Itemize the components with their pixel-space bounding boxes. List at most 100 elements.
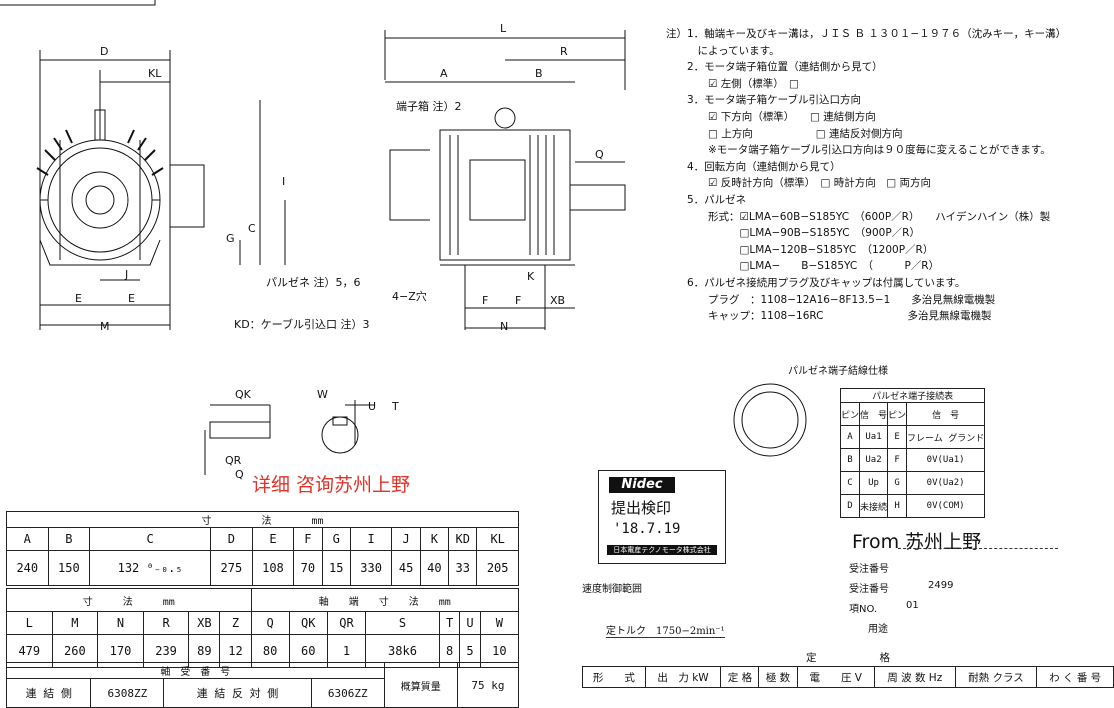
- note-line: ※モータ端子箱ケーブル引込口方向は９０度毎に変えることができます。: [666, 144, 1051, 157]
- dim-E2: E: [128, 292, 135, 305]
- dim-head: D: [210, 527, 253, 551]
- dim-N: N: [500, 320, 508, 333]
- dim-value: 45: [391, 550, 421, 586]
- dim-head: QR: [326, 611, 367, 635]
- dim-title: 寸 法 mm: [6, 511, 519, 528]
- shaft-detail: [204, 400, 375, 475]
- pin-header: ピン: [887, 402, 908, 426]
- note-line: □LMA− B−S185YC （ P／R）: [666, 260, 940, 273]
- parzene-label: パルゼネ 注）5，6: [266, 275, 361, 289]
- rating-head: 定 格: [720, 666, 760, 688]
- pin-header: 信 号: [859, 402, 889, 426]
- dim-M: M: [100, 320, 110, 333]
- dim-value: 108: [251, 550, 295, 586]
- dim-head: W: [479, 611, 520, 635]
- rating-head: 周 波 数 Hz: [873, 666, 956, 688]
- dim-QK: QK: [235, 388, 252, 401]
- dim-value: 205: [476, 550, 519, 586]
- dim-head: KL: [476, 527, 519, 551]
- dim-value: 33: [448, 550, 478, 586]
- dim-T: T: [391, 400, 399, 413]
- dim-head: G: [321, 527, 351, 551]
- dim-Q: Q: [595, 148, 604, 161]
- kd-label: KD：ケーブル引込口 注）3: [234, 317, 370, 331]
- bearing-opp-label: 連 結 反 対 側: [163, 678, 312, 708]
- pin-cell: 0V(Ua1): [906, 448, 986, 472]
- dim-head: KD: [448, 527, 478, 551]
- cooling-fins: [36, 129, 164, 176]
- dim-head: R: [142, 611, 190, 635]
- watermark-2: From 苏州上野: [852, 531, 982, 553]
- dim-value: 330: [349, 550, 393, 586]
- dim-F1: F: [482, 294, 488, 307]
- pin-cell: H: [887, 494, 908, 518]
- dim-head: Q: [250, 611, 290, 635]
- form-l4: 用途: [868, 624, 888, 635]
- stamp-date: '18.7.19: [613, 521, 681, 537]
- rating-head: 形 式: [582, 666, 646, 688]
- dim-value: 132 ⁰₋₀.₅: [89, 550, 212, 586]
- pin-cell: 未接続: [859, 494, 889, 518]
- watermark-1: 详细 咨询苏州上野: [252, 474, 411, 496]
- note-line: □LMA−90B−S185YC （900P／R）: [666, 227, 920, 240]
- note-line: 注）1．軸端キー及びキー溝は，ＪＩＳ Ｂ １３０１−１９７６（沈みキー，キー溝）: [666, 28, 1067, 40]
- pin-table-title: パルゼネ端子接続表: [839, 388, 986, 403]
- pin-cell: B: [839, 448, 861, 472]
- pin-cell: A: [839, 425, 861, 449]
- pin-header: ピン: [839, 402, 861, 426]
- connector-face: [733, 383, 807, 457]
- dim-value: 70: [293, 550, 323, 586]
- dim-W: W: [317, 388, 328, 401]
- pin-cell: フレーム グランド: [906, 425, 986, 449]
- dim-head: K: [419, 527, 450, 551]
- dim-U: U: [368, 400, 376, 413]
- dim-value: 240: [6, 550, 49, 586]
- speed-range-label: 速度制御範囲: [582, 584, 642, 595]
- dim-head: C: [89, 527, 212, 551]
- dim-head: N: [97, 611, 144, 635]
- form-l1: 受注番号: [849, 564, 889, 575]
- holes-label: 4−Z穴: [392, 289, 427, 303]
- dim-L: L: [500, 22, 507, 35]
- note-line: プラグ ：1108−12A16−8F13.5−1 多治見無線電機製: [666, 293, 996, 306]
- dim-head: U: [459, 611, 481, 635]
- dim-head: J: [391, 527, 421, 551]
- pin-header: 信 号: [906, 402, 986, 426]
- dim-head: E: [251, 527, 295, 551]
- dim-head: L: [6, 611, 53, 635]
- pin-cell: Up: [859, 471, 889, 495]
- dim-C: C: [248, 222, 256, 235]
- stamp-company: 日本電産テクノモータ株式会社: [607, 545, 717, 555]
- rating-head: 出 力 kW: [644, 666, 722, 688]
- rating-head: 耐熱 クラス: [954, 666, 1038, 688]
- side-dimensions: [385, 37, 625, 329]
- rating-head: わ く 番 号: [1036, 666, 1114, 688]
- approval-stamp: Nidec 提出検印 '18.7.19 日本電産テクノモータ株式会社: [598, 470, 726, 564]
- dim-XB: XB: [550, 294, 565, 307]
- note-line: キャップ：1108−16RC 多治見無線電機製: [666, 310, 992, 323]
- dim-head: S: [365, 611, 440, 635]
- pin-cell: G: [887, 471, 908, 495]
- nidec-logo: Nidec: [609, 477, 675, 493]
- dim-value: 40: [419, 550, 450, 586]
- pin-cell: E: [887, 425, 908, 449]
- hatching: [449, 135, 555, 255]
- note-line: ☑ 反時計方向（標準） □ 時計方向 □ 両方向: [666, 177, 932, 190]
- rating-head: 電 圧 V: [796, 666, 875, 688]
- note-line: 2．モータ端子箱位置（連結側から見て）: [666, 61, 883, 74]
- torque-range: 定トルク 1750−2min⁻¹: [606, 622, 725, 638]
- pin-cell: D: [839, 494, 861, 518]
- dim-QR: QR: [225, 454, 242, 467]
- dim-I: I: [282, 175, 285, 188]
- bearing-opp-value: 6306ZZ: [310, 678, 385, 708]
- dim-G: G: [226, 232, 235, 245]
- dim-R: R: [560, 45, 568, 58]
- pin-cell: Ua2: [859, 448, 889, 472]
- form-lines: [898, 548, 1058, 631]
- dim-head: Z: [219, 611, 252, 635]
- dim-Q2: Q: [235, 468, 244, 481]
